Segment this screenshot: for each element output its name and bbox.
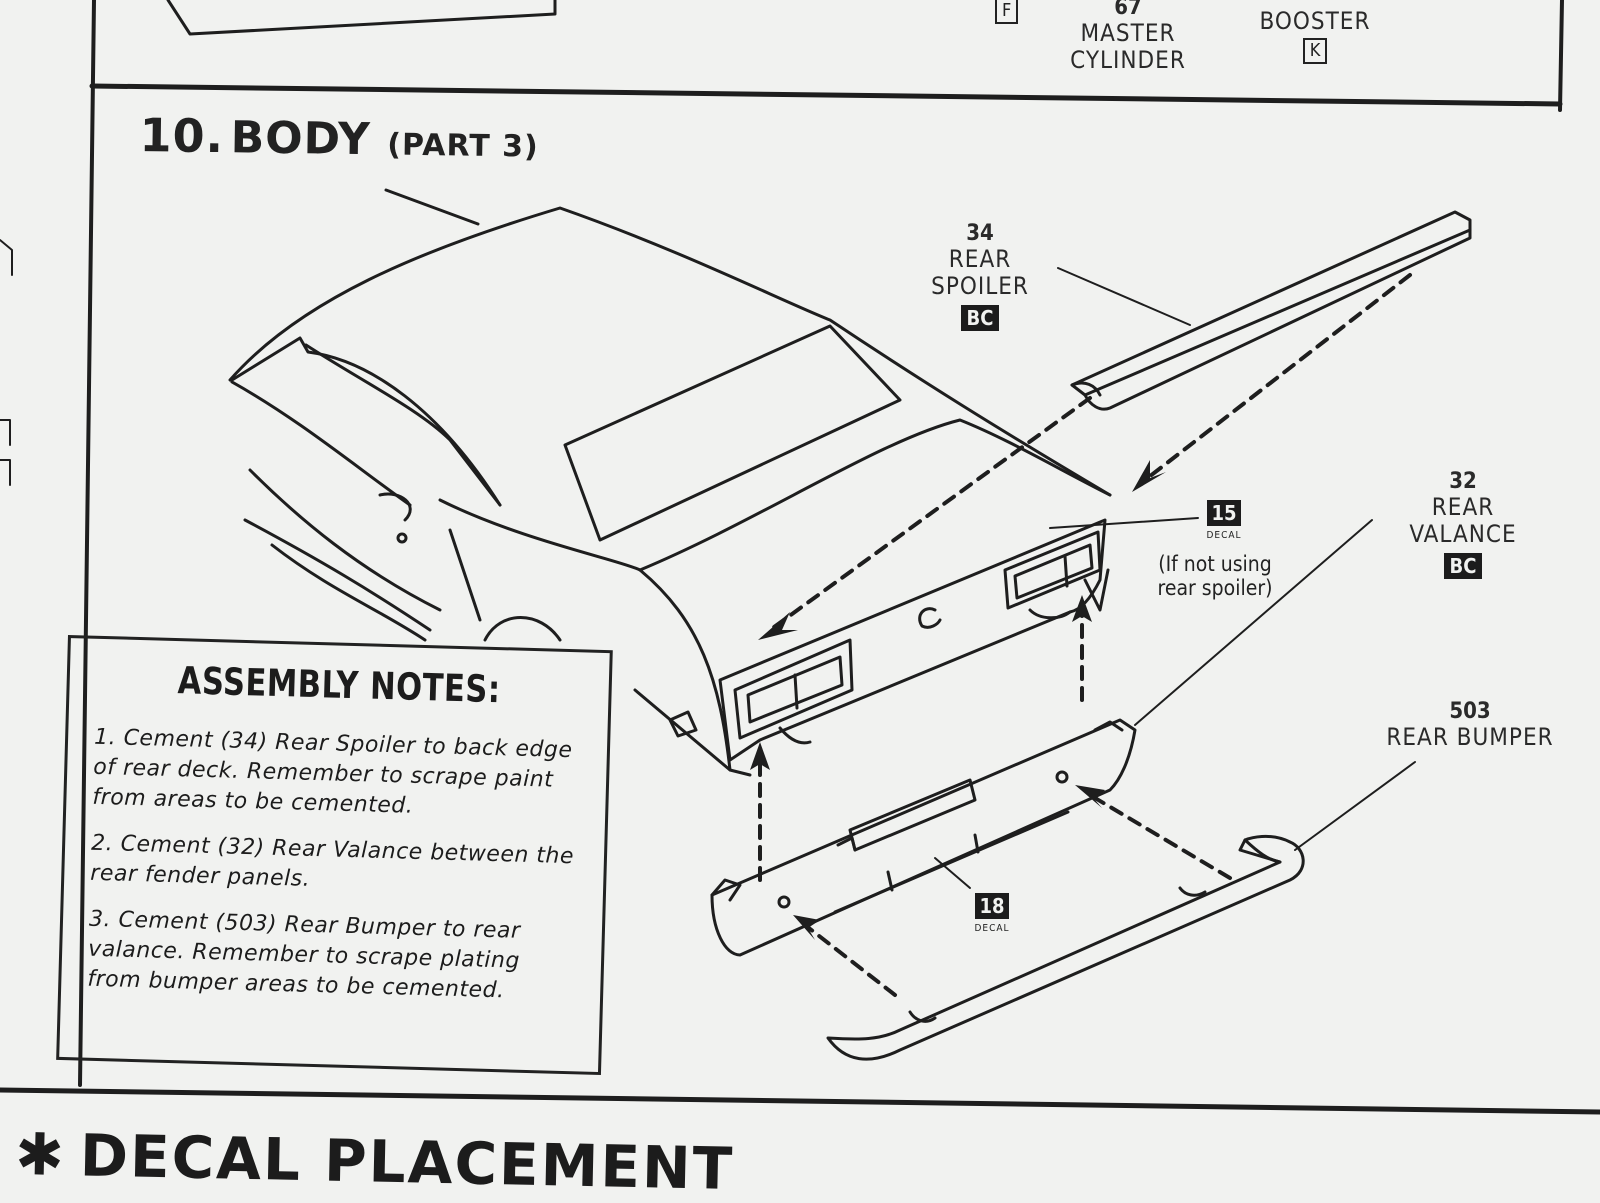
master-cylinder-name-2: CYLINDER <box>1070 45 1186 74</box>
code-f-box: F <box>995 0 1019 24</box>
assembly-note-3: 3. Cement (503) Rear Bumper to rear vala… <box>87 906 521 1004</box>
section-divider-top <box>89 83 1563 107</box>
car-body-outline <box>228 188 1112 777</box>
brake-booster-name: BOOSTER <box>1259 7 1371 35</box>
rear-bumper-number: 503 <box>1449 699 1491 724</box>
assembly-notes-title: ASSEMBLY NOTES: <box>177 659 502 713</box>
rear-spoiler-name: REAR SPOILER <box>931 245 1029 300</box>
rear-valance-label: 32 REAR VALANCE BC <box>1378 469 1548 579</box>
step-subtitle: (PART 3) <box>387 127 539 165</box>
rear-bumper-name: REAR BUMPER <box>1386 723 1554 752</box>
decal-15-label: DECAL <box>1206 530 1242 541</box>
decal-15-note-line2: rear spoiler) <box>1157 576 1273 601</box>
section-divider-bottom <box>0 1087 1600 1115</box>
master-cylinder-name-1: MASTER <box>1080 19 1176 48</box>
assembly-note-1: 1. Cement (34) Rear Spoiler to back edge… <box>92 724 573 819</box>
left-border-line <box>78 0 96 1087</box>
rear-bumper-part <box>826 834 1305 1061</box>
asterisk-icon: ✱ <box>14 1120 67 1190</box>
decal-18-number: 18 <box>975 893 1009 919</box>
rear-spoiler-number: 34 <box>966 221 994 246</box>
step-title-text: BODY <box>230 112 372 166</box>
right-border-line <box>1558 0 1564 112</box>
rear-spoiler-label: 34 REAR SPOILER BC <box>905 221 1055 331</box>
master-cylinder-label: 67 MASTER CYLINDER <box>1068 0 1188 73</box>
top-callout-box <box>166 0 557 36</box>
rear-spoiler-code: BC <box>960 304 1000 331</box>
rear-valance-number: 32 <box>1449 469 1477 494</box>
master-cylinder-number: 67 <box>1114 0 1142 20</box>
code-f-label: F <box>995 0 1019 24</box>
decal-15-number: 15 <box>1207 500 1241 526</box>
decal-18-label: DECAL <box>974 923 1010 934</box>
decal-18-tag: 18 DECAL <box>968 893 1016 934</box>
dashed-arrows <box>758 273 1412 997</box>
decal-15-tag: 15 DECAL <box>1200 500 1248 541</box>
rear-valance-name: REAR VALANCE <box>1409 493 1517 548</box>
rear-spoiler-part <box>1070 210 1472 411</box>
step-number: 10. <box>139 108 225 164</box>
arrow-heads <box>750 460 1166 940</box>
assembly-notes-box: ASSEMBLY NOTES: 1. Cement (34) Rear Spoi… <box>56 635 613 1076</box>
brake-booster-label: BOOSTER K <box>1250 7 1380 65</box>
brake-booster-code: K <box>1302 38 1328 65</box>
leader-lines <box>934 267 1416 889</box>
rear-valance-code: BC <box>1443 552 1483 579</box>
decal-15-note-line1: (If not using <box>1158 552 1272 576</box>
left-edge-marks <box>0 239 13 486</box>
assembly-note-2: 2. Cement (32) Rear Valance between the … <box>90 830 575 892</box>
decal-15-note: (If not using rear spoiler) <box>1140 552 1290 600</box>
rear-valance-part <box>710 718 1137 957</box>
step-title: 10. BODY (PART 3) <box>139 108 539 168</box>
rear-bumper-label: 503 REAR BUMPER <box>1385 699 1555 752</box>
decal-placement-title: DECAL PLACEMENT <box>79 1121 735 1203</box>
